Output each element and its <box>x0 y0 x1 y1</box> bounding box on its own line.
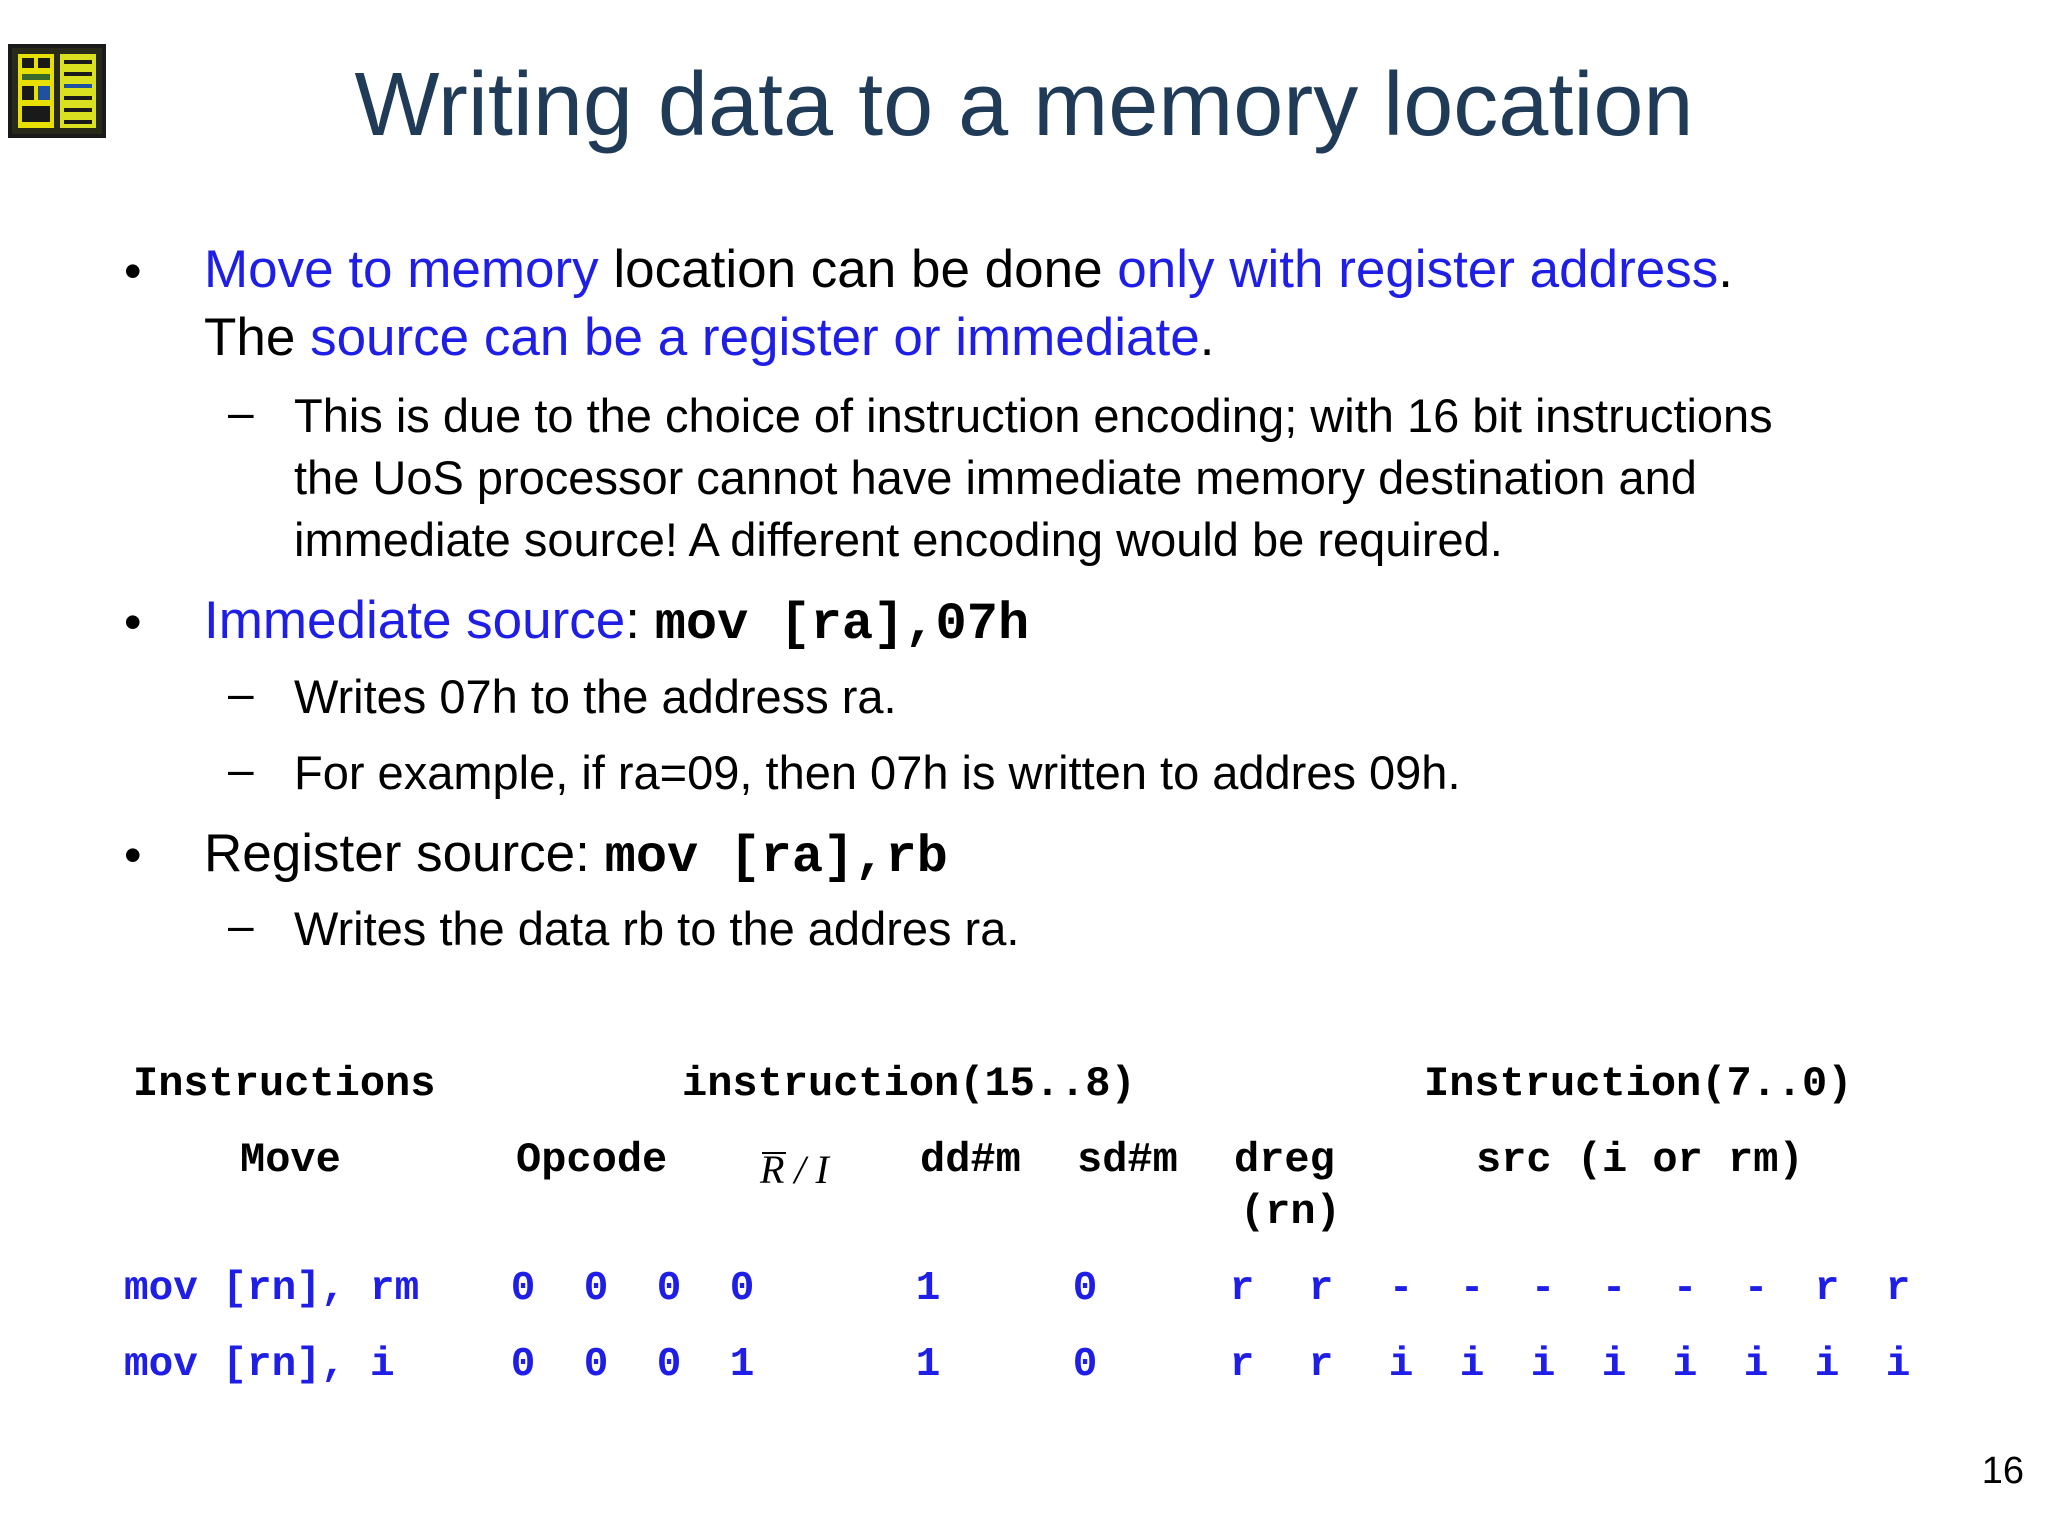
low-bit: - <box>1459 1266 1485 1312</box>
bullet-1-sub-line-1: This is due to the choice of instruction… <box>294 389 1773 442</box>
subheader-sdm: sd#m <box>1077 1136 1178 1184</box>
low-bit: i <box>1814 1342 1840 1388</box>
sdm-bit: 0 <box>1072 1266 1098 1312</box>
page-number: 16 <box>1981 1450 2024 1492</box>
low-bit: - <box>1388 1266 1414 1312</box>
row-instruction: mov [rn], i <box>124 1342 395 1388</box>
subheader-dreg-rn: (rn) <box>1240 1188 1341 1236</box>
subheader-dreg: dreg <box>1234 1136 1335 1184</box>
opcode-bit: 0 <box>583 1342 609 1388</box>
low-bit: i <box>1885 1342 1911 1388</box>
bullet-2-sub-2: For example, if ra=09, then 07h is writt… <box>294 746 1461 799</box>
bullet-1-text-c: The <box>204 308 311 367</box>
low-bit: - <box>1530 1266 1556 1312</box>
low-bit: i <box>1459 1342 1485 1388</box>
low-bit: - <box>1743 1266 1769 1312</box>
opcode-bit: 0 <box>656 1342 682 1388</box>
chip-logo-icon <box>8 44 106 138</box>
opcode-bit: 0 <box>510 1266 536 1312</box>
subheader-src: src (i or rm) <box>1476 1136 1804 1184</box>
low-bit: - <box>1601 1266 1627 1312</box>
slide-title: Writing data to a memory location <box>354 55 1694 155</box>
low-bit: i <box>1530 1342 1556 1388</box>
bullet-1-text-d: . <box>1199 308 1215 367</box>
low-bit: r <box>1229 1266 1255 1312</box>
opcode-bit: 0 <box>656 1266 682 1312</box>
bullet-1-sub-line-3: immediate source! A different encoding w… <box>294 513 1503 566</box>
overline <box>762 1152 786 1154</box>
low-bit: r <box>1229 1342 1255 1388</box>
dash-marker: – <box>228 667 254 719</box>
bullet-marker: • <box>124 594 142 650</box>
bullet-1-text-a: location can be done <box>598 240 1118 299</box>
bullet-marker: • <box>124 243 142 299</box>
subheader-register-immediate: R / I <box>760 1146 829 1193</box>
opcode-bit: 1 <box>729 1342 755 1388</box>
table-header-high-byte: instruction(15..8) <box>682 1060 1136 1108</box>
bullet-3-label: Register source: <box>204 824 605 883</box>
bullet-1-highlight-a: Move to memory <box>204 240 599 299</box>
dash-marker: – <box>228 386 254 438</box>
low-bit: i <box>1672 1342 1698 1388</box>
dash-marker: – <box>228 899 254 951</box>
low-bit: r <box>1885 1266 1911 1312</box>
bullet-1-highlight-b: only with register address <box>1117 240 1719 299</box>
bullet-3-line: Register source: mov [ra],rb <box>204 820 948 892</box>
bullet-2-colon: : <box>625 591 655 650</box>
table-header-low-byte: Instruction(7..0) <box>1424 1060 1853 1108</box>
bullet-3-code: mov [ra],rb <box>604 828 948 887</box>
dash-marker: – <box>228 743 254 795</box>
bullet-2-label: Immediate source <box>204 591 626 650</box>
bullet-1-sub-line-2: the UoS processor cannot have immediate … <box>294 451 1697 504</box>
row-instruction: mov [rn], rm <box>124 1266 420 1312</box>
low-bit: r <box>1308 1342 1334 1388</box>
opcode-bit: 0 <box>729 1266 755 1312</box>
bullet-1-highlight-c: source can be a register or immediate <box>310 308 1200 367</box>
low-bit: i <box>1601 1342 1627 1388</box>
low-bit: - <box>1672 1266 1698 1312</box>
bullet-1-line-1: Move to memory location can be done only… <box>204 236 1733 304</box>
bullet-1-text-b: . <box>1718 240 1733 299</box>
bullet-1-line-2: The source can be a register or immediat… <box>204 304 1214 372</box>
low-bit: r <box>1308 1266 1334 1312</box>
bullet-marker: • <box>124 827 142 883</box>
bullet-2-code: mov [ra],07h <box>654 595 1030 654</box>
ddm-bit: 1 <box>915 1342 941 1388</box>
low-bit: r <box>1814 1266 1840 1312</box>
low-bit: i <box>1743 1342 1769 1388</box>
bullet-2-sub-1: Writes 07h to the address ra. <box>294 670 897 723</box>
subheader-ri-text: R / I <box>760 1147 829 1192</box>
low-bit: i <box>1388 1342 1414 1388</box>
subheader-ddm: dd#m <box>920 1136 1021 1184</box>
subheader-move: Move <box>240 1136 341 1184</box>
opcode-bit: 0 <box>510 1342 536 1388</box>
bullet-3-sub-1: Writes the data rb to the addres ra. <box>294 902 1020 955</box>
table-header-instructions: Instructions <box>133 1060 436 1108</box>
ddm-bit: 1 <box>915 1266 941 1312</box>
bullet-2-line: Immediate source: mov [ra],07h <box>204 587 1029 659</box>
subheader-opcode: Opcode <box>516 1136 668 1184</box>
opcode-bit: 0 <box>583 1266 609 1312</box>
sdm-bit: 0 <box>1072 1342 1098 1388</box>
